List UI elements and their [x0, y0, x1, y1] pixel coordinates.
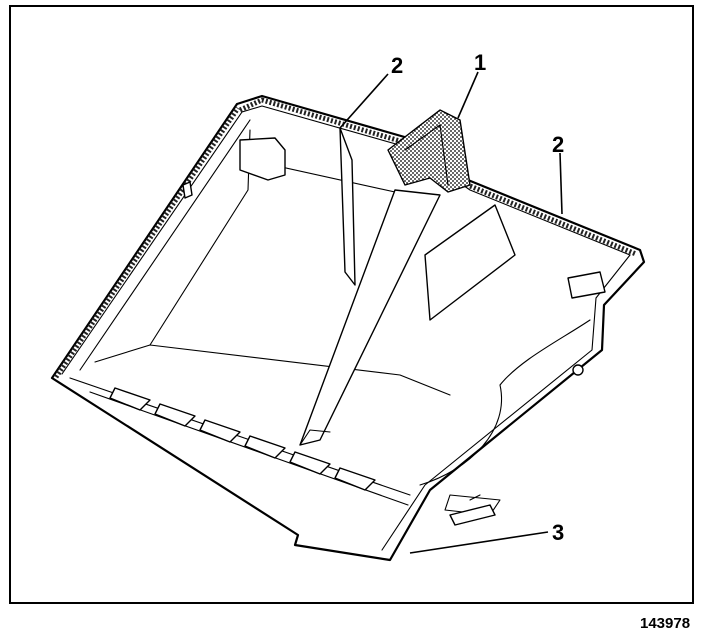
callout-2b: 2	[552, 132, 564, 157]
callout-1: 1	[474, 50, 486, 75]
vent-slots	[109, 387, 376, 491]
leader-line-2b	[559, 152, 563, 215]
leader-line-3	[409, 531, 549, 554]
leader-line-1	[457, 71, 479, 119]
callout-3: 3	[552, 520, 564, 545]
leader-line-2a	[339, 73, 389, 129]
callout-2a: 2	[391, 53, 403, 78]
figure-number: 143978	[640, 615, 690, 632]
damper-seal	[387, 109, 471, 193]
glovebox-tray	[50, 94, 646, 562]
drawing-border	[9, 5, 694, 604]
